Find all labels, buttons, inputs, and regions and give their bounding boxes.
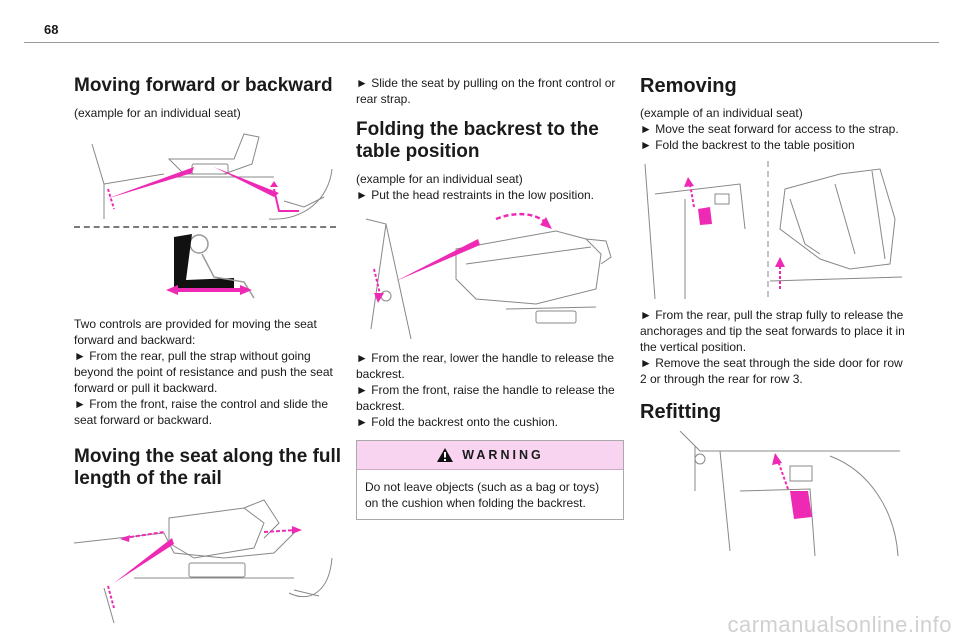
- figure-folding-backrest: [356, 209, 624, 344]
- bullet-fold-backrest: ► Fold the backrest onto the cushion.: [356, 415, 558, 429]
- bullet-move-seat-forward: ► Move the seat forward for access to th…: [640, 122, 899, 136]
- column-3: Removing (example of an individual seat)…: [640, 75, 908, 561]
- bullet-slide-seat: ► Slide the seat by pulling on the front…: [356, 76, 616, 106]
- watermark: carmanualsonline.info: [727, 612, 952, 637]
- page-number: 68: [44, 22, 59, 37]
- heading-moving-forward-backward: Moving forward or backward: [74, 75, 333, 96]
- warning-title: WARNING: [462, 448, 544, 462]
- warning-icon: [437, 448, 454, 462]
- heading-removing: Removing: [640, 75, 737, 97]
- figure-refitting: [640, 431, 908, 561]
- column-2: ► Slide the seat by pulling on the front…: [356, 75, 624, 520]
- figure-seat-rail: [74, 498, 342, 628]
- caption-individual-seat-2: (example for an individual seat): [356, 172, 523, 186]
- bullet-lower-handle: ► From the rear, lower the handle to rel…: [356, 351, 615, 381]
- warning-box: WARNING Do not leave objects (such as a …: [356, 440, 624, 520]
- figure-seated-person: [74, 232, 342, 302]
- caption-individual-seat: (example for an individual seat): [74, 106, 241, 120]
- bullet-raise-handle: ► From the front, raise the handle to re…: [356, 383, 615, 413]
- figure-removing: [640, 159, 908, 301]
- warning-text: Do not leave objects (such as a bag or t…: [357, 469, 623, 519]
- heading-refitting: Refitting: [640, 401, 722, 423]
- dashed-separator: [74, 226, 336, 228]
- heading-full-length-rail: Moving the seat along the full length of…: [74, 446, 342, 489]
- caption-individual-seat-3: (example of an individual seat): [640, 106, 803, 120]
- bullet-fold-table: ► Fold the backrest to the table positio…: [640, 138, 855, 152]
- bullet-pull-strap: ► From the rear, pull the strap without …: [74, 349, 333, 395]
- bullet-head-restraints: ► Put the head restraints in the low pos…: [356, 188, 595, 202]
- figure-seat-controls: [74, 129, 342, 224]
- warning-header: WARNING: [357, 441, 623, 469]
- heading-folding-backrest: Folding the backrest to the table positi…: [356, 119, 599, 162]
- bullet-raise-control: ► From the front, raise the control and …: [74, 397, 328, 427]
- header-rule: [24, 42, 939, 43]
- column-1: Moving forward or backward (example for …: [74, 75, 342, 628]
- para-two-controls: Two controls are provided for moving the…: [74, 317, 317, 347]
- bullet-remove-seat: ► Remove the seat through the side door …: [640, 356, 903, 386]
- bullet-pull-strap-fully: ► From the rear, pull the strap fully to…: [640, 308, 905, 354]
